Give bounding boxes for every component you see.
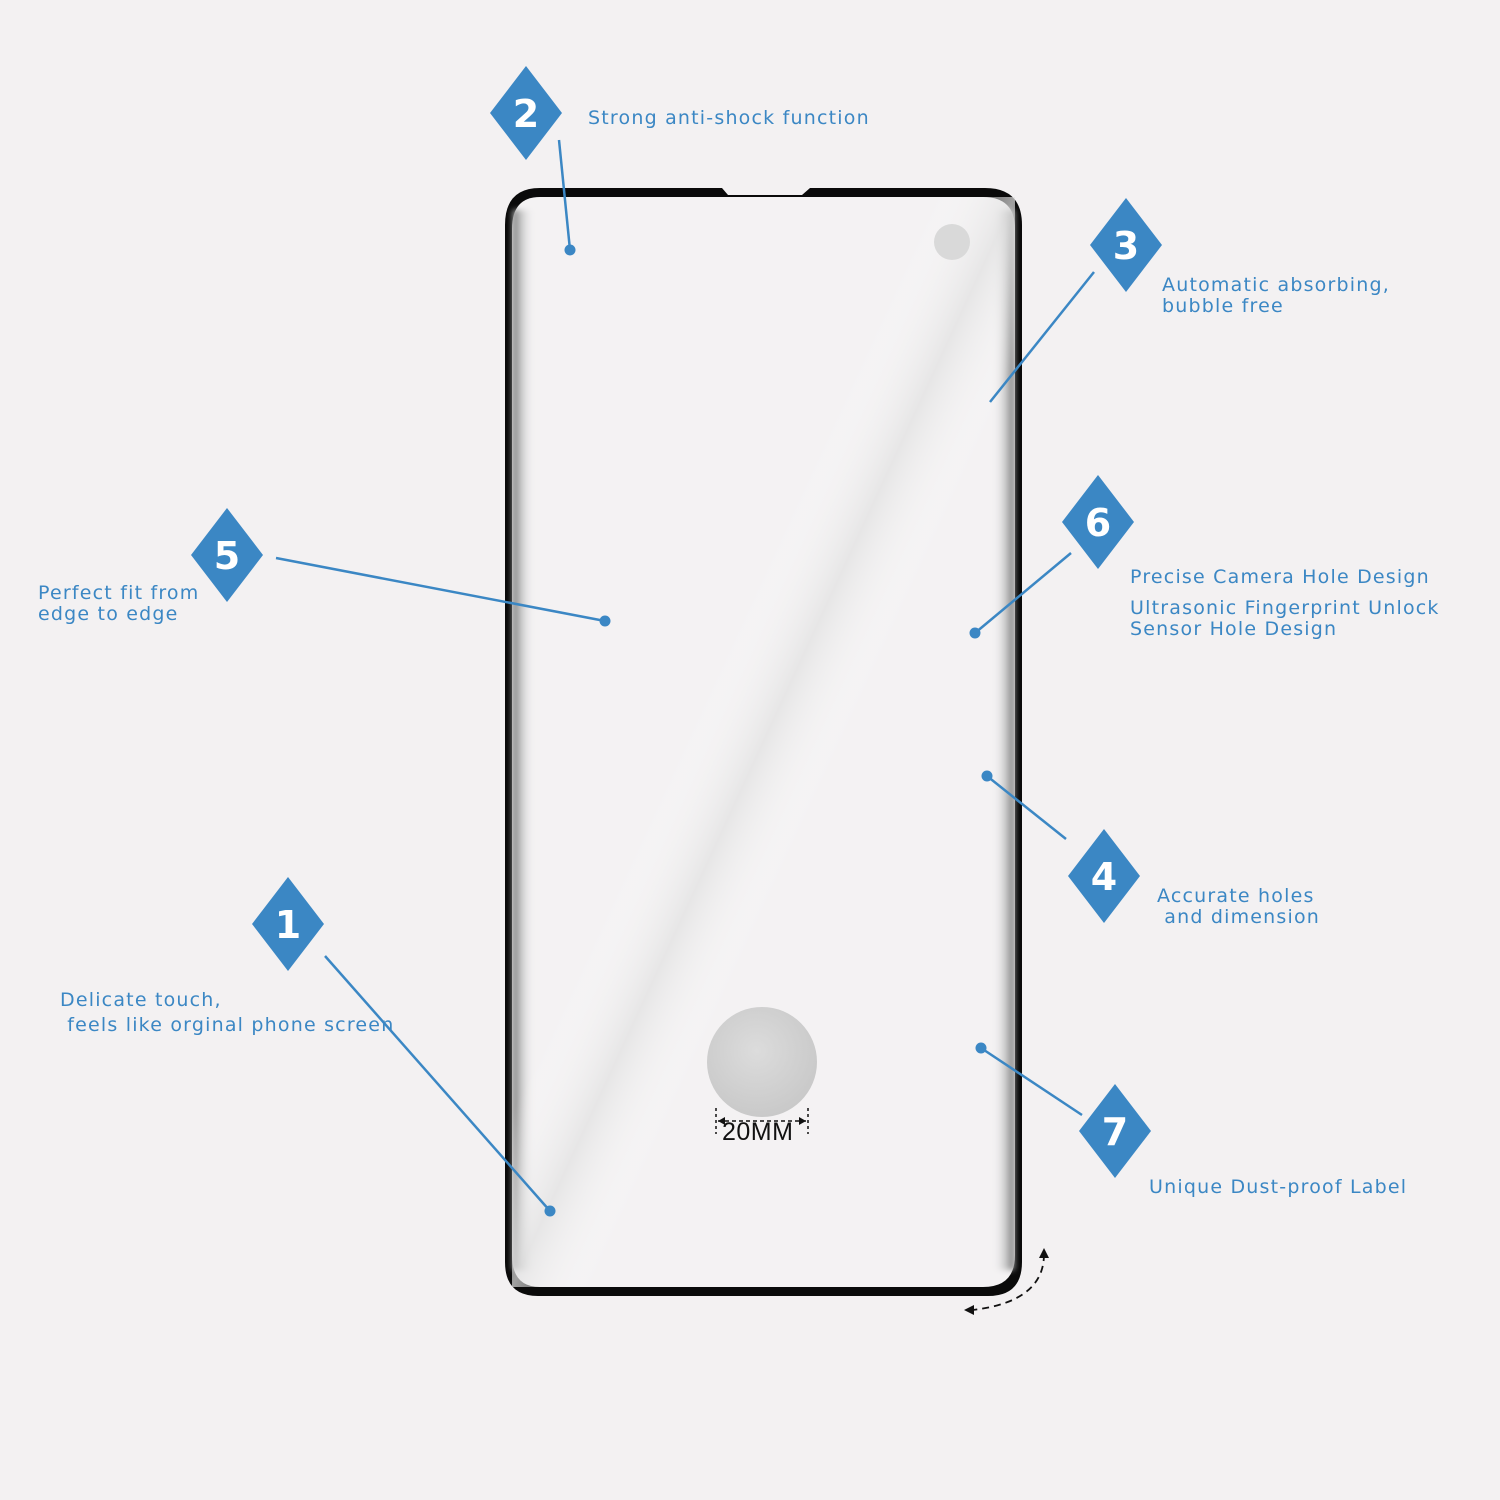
callout-lines bbox=[275, 139, 1095, 1217]
anchor-dot-1 bbox=[544, 1205, 556, 1217]
camera-hole bbox=[934, 224, 970, 260]
diamond-badge-shape bbox=[1068, 829, 1140, 923]
leader-line-2 bbox=[557, 139, 572, 251]
badge-1: 1 bbox=[252, 877, 324, 971]
leader-line-7 bbox=[980, 1046, 1083, 1117]
diamond-badge-shape bbox=[1079, 1084, 1151, 1178]
badge-6: 6 bbox=[1062, 475, 1134, 569]
anchor-dot-4 bbox=[981, 770, 993, 782]
leader-line-6 bbox=[974, 552, 1072, 634]
badge-number: 6 bbox=[1085, 501, 1111, 545]
badge-number: 1 bbox=[275, 903, 301, 947]
leader-line-1 bbox=[324, 955, 551, 1212]
curve-arrow-icon bbox=[964, 1248, 1049, 1315]
dimension-marker bbox=[715, 1108, 809, 1134]
feature-label-1: Delicate touch, feels like orginal phone… bbox=[60, 989, 395, 1036]
feature-label-7: Unique Dust-proof Label bbox=[1149, 1176, 1408, 1198]
leader-line-3 bbox=[989, 271, 1095, 403]
leader-line-5 bbox=[275, 556, 606, 623]
diamond-badge-shape bbox=[1090, 198, 1162, 292]
badge-5: 5 bbox=[191, 508, 263, 602]
feature-label-6: Precise Camera Hole Design bbox=[1130, 566, 1430, 588]
leader-line-4 bbox=[986, 775, 1067, 840]
anchor-dot-5 bbox=[599, 615, 611, 627]
anchor-dot-2 bbox=[564, 244, 576, 256]
feature-label-3: Automatic absorbing, bubble free bbox=[1162, 274, 1390, 317]
badge-number: 4 bbox=[1091, 855, 1117, 899]
diamond-badge-shape bbox=[490, 66, 562, 160]
badge-2: 2 bbox=[490, 66, 562, 160]
badge-number: 3 bbox=[1113, 224, 1139, 268]
screen-protector bbox=[505, 188, 1022, 1296]
fingerprint-sensor-hole bbox=[707, 1007, 817, 1117]
badge-number: 2 bbox=[513, 92, 539, 136]
feature-label-6-fingerprint: Ultrasonic Fingerprint Unlock Sensor Hol… bbox=[1130, 597, 1440, 640]
badge-number: 7 bbox=[1102, 1110, 1128, 1154]
feature-label-4: Accurate holes and dimension bbox=[1157, 885, 1321, 928]
badge-7: 7 bbox=[1079, 1084, 1151, 1178]
anchor-dot-7 bbox=[975, 1042, 987, 1054]
number-badges: 2 3 5 6 4 1 7 bbox=[191, 66, 1162, 1178]
diamond-badge-shape bbox=[1062, 475, 1134, 569]
dimension-label: 20MM bbox=[722, 1118, 794, 1146]
diamond-badge-shape bbox=[252, 877, 324, 971]
badge-3: 3 bbox=[1090, 198, 1162, 292]
badge-number: 5 bbox=[214, 534, 240, 578]
feature-label-5: Perfect fit from edge to edge bbox=[38, 582, 200, 625]
feature-label-2: Strong anti-shock function bbox=[588, 107, 870, 129]
diamond-badge-shape bbox=[191, 508, 263, 602]
badge-4: 4 bbox=[1068, 829, 1140, 923]
anchor-dot-6 bbox=[969, 627, 981, 639]
